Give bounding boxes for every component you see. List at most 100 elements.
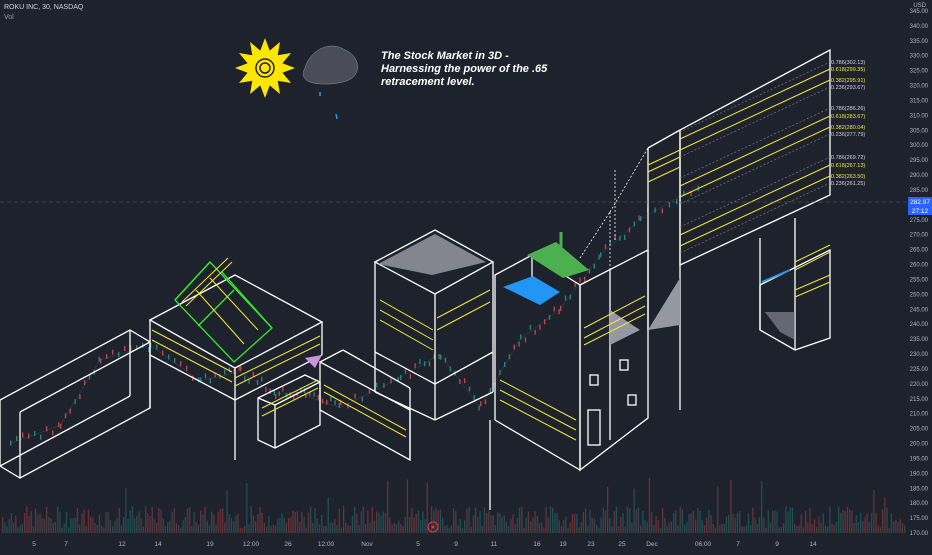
volume-bar [356,513,358,533]
volume-bar [437,510,439,533]
volume-bar [10,513,13,533]
volume-bar [587,525,589,533]
volume-bar [373,521,376,533]
volume-bar [266,526,268,533]
volume-bar [468,506,470,533]
volume-bar [877,525,879,533]
volume-bar [435,507,437,533]
volume-bar [448,527,450,533]
price-candle [619,235,621,241]
volume-bar [778,527,780,533]
volume-bar [486,513,488,533]
fib-label: 0.382(263.50) [831,174,865,180]
volume-bar [288,517,290,533]
volume-bar [140,518,142,533]
fib-stripe [151,339,233,383]
volume-bars [2,477,906,533]
volume-bar [664,517,666,533]
y-tick-label: 190.00 [910,471,929,477]
volume-bar [426,482,428,533]
volume-bar [791,507,794,533]
fib-stripe [261,379,319,409]
volume-bar [578,527,580,533]
volume-bar [354,507,356,533]
volume-bar [527,511,530,533]
volume-bar [378,512,380,533]
chart-settings-icon[interactable] [427,521,439,533]
volume-bar [657,520,659,533]
volume-bar [884,497,886,533]
price-candle [248,378,250,384]
volume-bar [642,511,644,533]
volume-indicator-label[interactable]: Vol [4,14,14,21]
volume-bar [283,517,285,533]
x-tick-label: 12:00 [243,541,260,548]
volume-bar [602,507,604,533]
volume-bar [615,506,618,533]
volume-bar [413,517,415,533]
tall-tower-structure [373,229,495,510]
volume-bar [224,522,226,533]
price-candle [468,386,471,392]
y-tick-label: 170.00 [910,531,929,537]
volume-bar [444,525,446,533]
volume-bar [252,515,255,533]
price-axis[interactable]: 345.00340.00335.00330.00325.00320.00315.… [910,9,929,537]
y-tick-label: 310.00 [910,113,929,119]
y-tick-label: 260.00 [910,263,929,269]
volume-bar [268,516,270,533]
volume-bar [87,509,90,533]
volume-bar [239,528,241,533]
volume-bar [147,513,149,533]
sun-icon [235,38,295,98]
price-candle [564,295,567,301]
volume-bar [739,511,741,533]
volume-bar [393,522,395,533]
volume-bar [387,480,389,533]
fib-stripe [151,329,233,373]
volume-bar [475,507,477,533]
volume-bar [219,509,222,533]
volume-bar [640,525,642,533]
price-candle [156,344,158,350]
volume-bar [521,506,523,533]
volume-bar [230,517,233,533]
volume-bar [576,514,578,533]
volume-bar [772,510,774,533]
volume-bar [257,514,259,533]
volume-bar [90,517,92,533]
price-candle [683,190,685,196]
x-tick-label: 16 [533,541,541,548]
volume-bar [136,515,138,533]
symbol-line[interactable]: ROKU INC, 30, NASDAQ [4,4,84,11]
price-candle [397,376,399,382]
price-candle [204,373,207,379]
price-candle [224,369,226,375]
volume-bar [838,506,840,533]
volume-bar [118,508,120,533]
x-tick-label: 7 [64,541,68,548]
volume-bar [490,515,492,533]
volume-bar [50,518,52,533]
volume-bar [411,508,413,533]
price-candle [433,353,435,359]
volume-bar [233,521,235,533]
volume-bar [186,508,189,533]
volume-bar [109,520,112,533]
volume-bar [761,481,763,533]
volume-bar [395,524,398,533]
volume-bar [530,521,532,533]
volume-bar [827,526,829,533]
volume-bar [193,512,195,533]
volume-bar [765,527,767,533]
fib-stripe [436,301,491,331]
volume-bar [712,524,714,533]
volume-bar [745,525,747,533]
volume-bar [488,511,490,533]
volume-bar [145,506,147,533]
volume-bar [314,508,316,533]
y-tick-label: 320.00 [910,84,929,90]
